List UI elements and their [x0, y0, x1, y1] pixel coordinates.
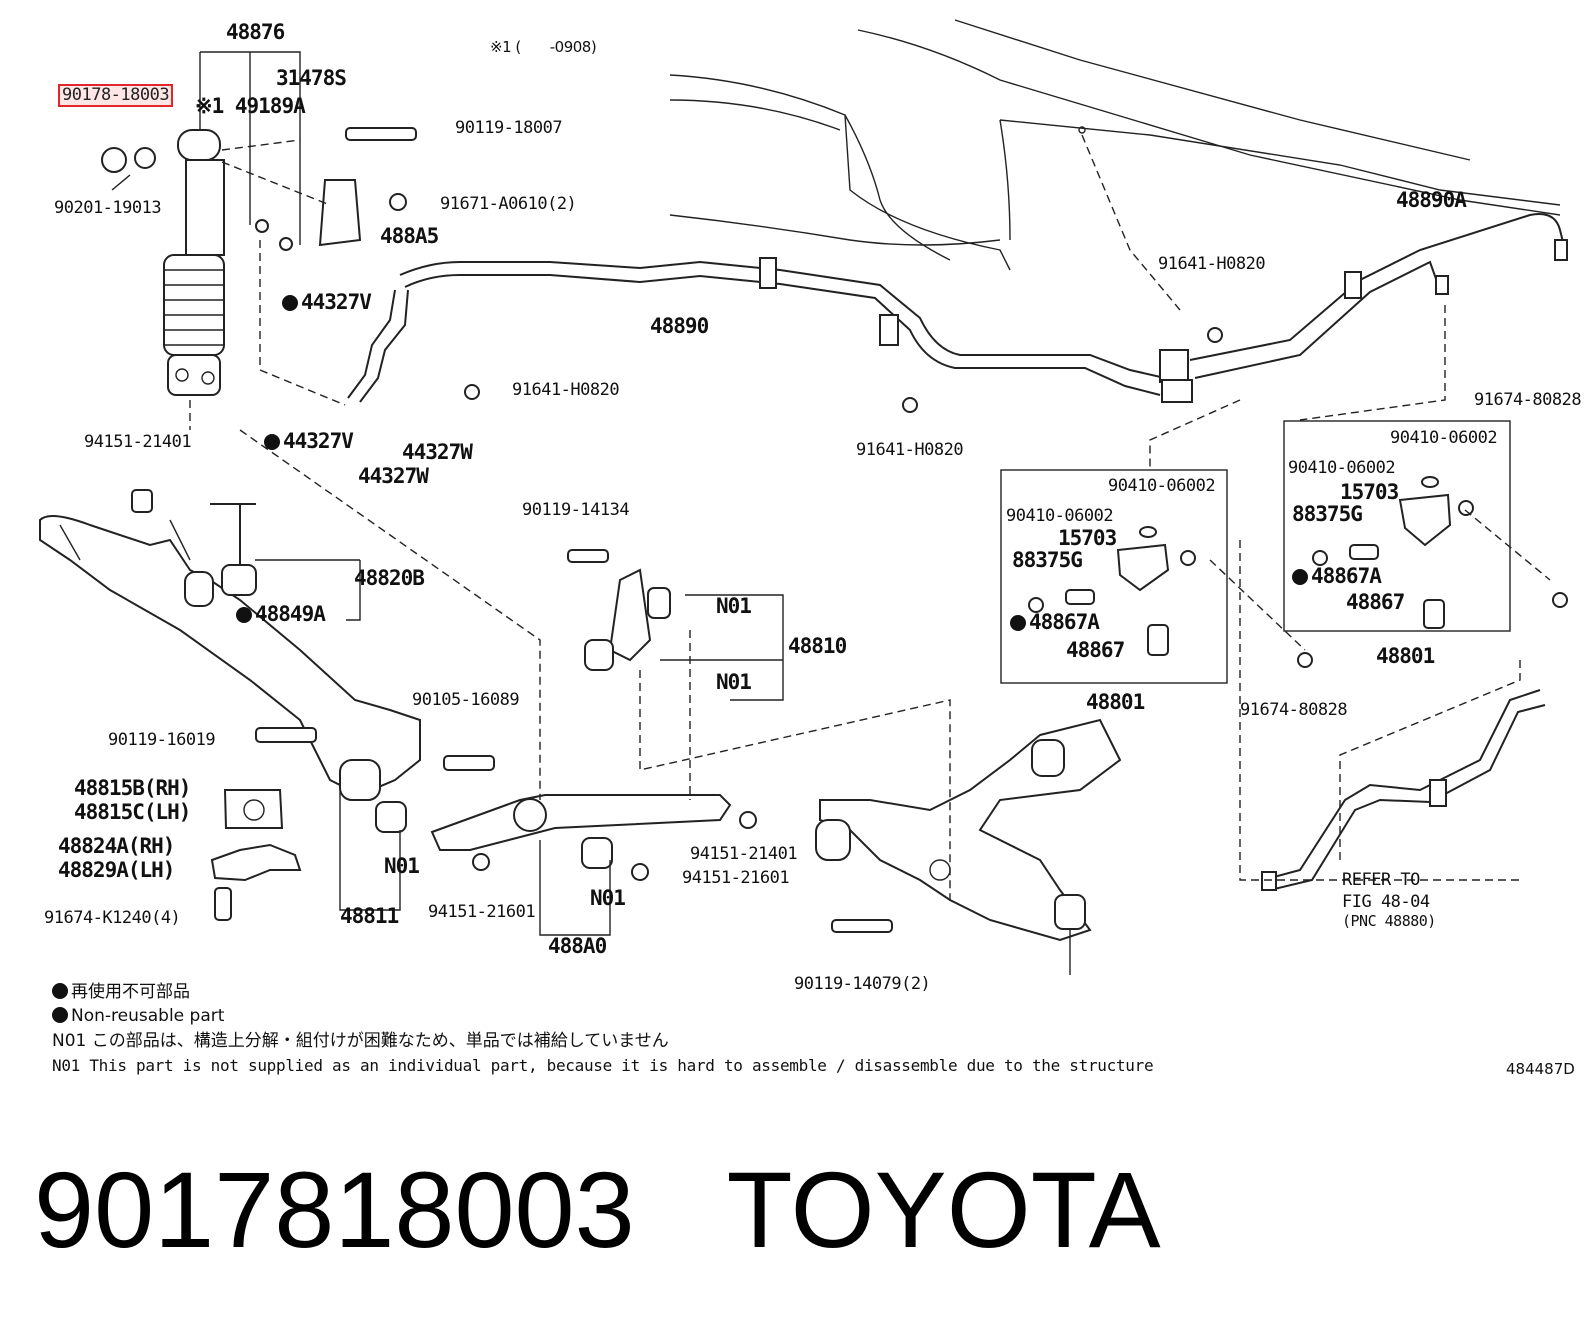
label-48849A: 48849A	[236, 604, 326, 625]
label-48820B: 48820B	[354, 566, 425, 590]
label-48867A-a: 48867A	[1292, 566, 1382, 587]
figure-id: 484487D	[1506, 1060, 1575, 1078]
label-91641-H0820-b: 91641-H0820	[856, 440, 964, 460]
label-48824A: 48824A(RH)	[58, 834, 175, 858]
stabilizer-bar	[39, 489, 421, 801]
nonreusable-dot-icon	[236, 607, 252, 623]
legend-nonreusable-en: Non-reusable part	[52, 1007, 224, 1025]
label-90119-14134: 90119-14134	[522, 500, 630, 520]
label-N01-c: N01	[384, 854, 420, 878]
label-91671-A0610: 91671-A0610(2)	[440, 194, 577, 214]
caption-brand: TOYOTA	[726, 1149, 1161, 1270]
label-48801-a: 48801	[1376, 644, 1435, 668]
label-90410-06002-d: 90410-06002	[1006, 506, 1114, 526]
label-94151-21401-a: 94151-21401	[84, 432, 192, 452]
nonreusable-dot-icon	[264, 434, 280, 450]
bleeder-assemblies	[464, 327, 1568, 684]
brake-line-48890	[347, 257, 1193, 403]
vehicle-body-outline	[669, 19, 1561, 271]
label-48867A-b: 48867A	[1010, 612, 1100, 633]
label-88375G-b: 88375G	[1012, 548, 1083, 572]
label-488A5: 488A5	[380, 224, 439, 248]
label-48867-b: 48867	[1066, 638, 1125, 662]
refer-note-line-2: FIG 48-04	[1342, 892, 1430, 912]
label-90119-16019: 90119-16019	[108, 730, 216, 750]
shock-absorber-48876	[101, 51, 417, 430]
label-91674-80828-a: 91674-80828	[1474, 390, 1582, 410]
legend-n01-en: N01 This part is not supplied as an indi…	[52, 1056, 1154, 1075]
diagram-drawing	[39, 19, 1568, 975]
label-15703-a: 15703	[1340, 480, 1399, 504]
label-48815B: 48815B(RH)	[74, 776, 191, 800]
legend-n01-jp: N01 この部品は、構造上分解・組付けが困難なため、単品では補給していません	[52, 1031, 669, 1051]
parts-diagram: ※1 ( -0908) 48876 31478S 90178-18003 ※1 …	[39, 19, 1582, 1078]
nonreusable-dot-icon	[1010, 615, 1026, 631]
label-90410-06002-b: 90410-06002	[1288, 458, 1396, 478]
label-48876: 48876	[226, 20, 285, 44]
refer-note-line-1: REFER TO	[1342, 870, 1420, 890]
label-94151-21601-b: 94151-21601	[682, 868, 790, 888]
label-N01-a: N01	[716, 594, 752, 618]
label-44327V-upper: 44327V	[282, 292, 372, 313]
label-48811: 48811	[340, 904, 399, 928]
label-48867-a: 48867	[1346, 590, 1405, 614]
label-91641-H0820-c: 91641-H0820	[1158, 254, 1266, 274]
part-caption: 9017818003 TOYOTA	[34, 1140, 1161, 1280]
label-91674-80828-b: 91674-80828	[1240, 700, 1348, 720]
nonreusable-dot-icon	[52, 983, 68, 999]
label-91641-H0820-a: 91641-H0820	[512, 380, 620, 400]
nonreusable-dot-icon	[282, 295, 298, 311]
label-90201-19013: 90201-19013	[54, 198, 162, 218]
label-44327W-b: 44327W	[358, 464, 429, 488]
nonreusable-dot-icon	[1292, 569, 1308, 585]
label-94151-21401-b: 94151-21401	[690, 844, 798, 864]
label-N01-b: N01	[716, 670, 752, 694]
knuckle-lower-arm	[815, 718, 1122, 975]
label-90119-14079: 90119-14079(2)	[794, 974, 931, 994]
label-48829A: 48829A(LH)	[58, 858, 175, 882]
label-90410-06002-a: 90410-06002	[1390, 428, 1498, 448]
label-88375G-a: 88375G	[1292, 502, 1363, 526]
label-48890A: 48890A	[1396, 188, 1467, 212]
label-44327W-a: 44327W	[402, 440, 473, 464]
label-44327V-lower: 44327V	[264, 431, 354, 452]
label-94151-21601-a: 94151-21601	[428, 902, 536, 922]
label-48801-b: 48801	[1086, 690, 1145, 714]
legend-nonreusable-jp: 再使用不可部品	[52, 983, 190, 1001]
label-48890: 48890	[650, 314, 709, 338]
lateral-links	[430, 549, 757, 881]
label-90105-16089: 90105-16089	[412, 690, 520, 710]
bushing-bracket	[210, 727, 495, 921]
refer-note-line-3: (PNC 48880)	[1342, 912, 1436, 930]
label-15703-b: 15703	[1058, 526, 1117, 550]
leader-lines	[111, 134, 1551, 936]
label-31478S: 31478S	[276, 66, 347, 90]
label-488A0: 488A0	[548, 934, 607, 958]
nonreusable-dot-icon	[52, 1007, 68, 1023]
label-48815C: 48815C(LH)	[74, 800, 191, 824]
header-note: ※1 ( -0908)	[490, 38, 597, 56]
label-48810: 48810	[788, 634, 847, 658]
label-90119-18007: 90119-18007	[455, 118, 563, 138]
label-91674-K1240: 91674-K1240(4)	[44, 908, 181, 928]
label-90410-06002-c: 90410-06002	[1108, 476, 1216, 496]
brake-line-lower-right	[1261, 689, 1546, 891]
label-N01-d: N01	[590, 886, 626, 910]
caption-part-number: 9017818003	[34, 1149, 635, 1270]
label-49189A: ※1 49189A	[195, 94, 306, 118]
brake-line-48890A	[1189, 213, 1568, 379]
label-90178-18003-highlighted: 90178-18003	[58, 84, 174, 107]
